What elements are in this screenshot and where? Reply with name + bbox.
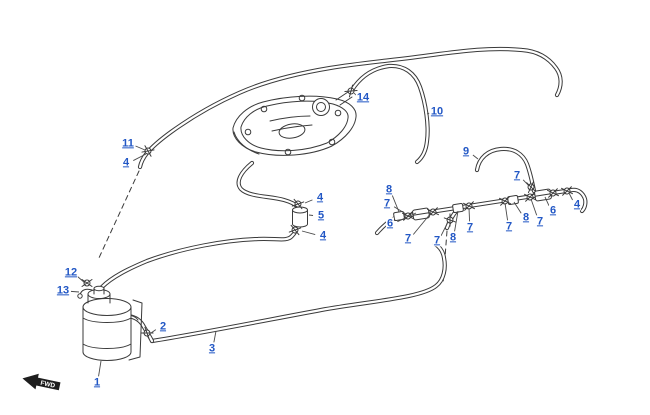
part-callout-4[interactable]: 4	[318, 229, 328, 242]
fwd-arrow-shape	[22, 373, 61, 391]
hose-cover-to-filter	[236, 160, 301, 210]
part-callout-1[interactable]: 1	[92, 376, 102, 389]
canister-elbow-fitting	[77, 293, 83, 299]
part-callout-6[interactable]: 6	[385, 217, 395, 230]
leader-line	[393, 206, 407, 215]
canister-bracket	[128, 299, 143, 361]
hose-drawings	[99, 46, 588, 344]
leader-line	[522, 179, 530, 187]
part-callout-13[interactable]: 13	[55, 284, 71, 297]
leader-line	[544, 196, 550, 206]
part-callout-10[interactable]: 10	[429, 105, 445, 118]
fwd-label: FWD	[40, 380, 56, 390]
part-callout-7[interactable]: 7	[504, 220, 514, 233]
hose-10	[349, 63, 430, 165]
leader-line	[397, 212, 417, 223]
canister-drawing	[77, 279, 154, 361]
hose-3	[149, 241, 447, 344]
part-callout-5[interactable]: 5	[316, 209, 326, 222]
part-callout-4[interactable]: 4	[315, 191, 325, 204]
leader-line	[412, 212, 432, 235]
cylinder-head-cover-drawing	[232, 91, 357, 156]
part-callout-7[interactable]: 7	[535, 215, 545, 228]
leader-line	[70, 290, 80, 293]
leader-line	[440, 221, 449, 237]
part-callout-7[interactable]: 7	[403, 232, 413, 245]
leader-line	[504, 202, 509, 222]
leader-line	[426, 112, 430, 115]
part-callout-14[interactable]: 14	[355, 91, 371, 104]
leader-line	[150, 329, 157, 334]
leader-line	[391, 195, 400, 213]
leader-line	[213, 330, 217, 344]
part-callout-7[interactable]: 7	[465, 221, 475, 234]
leader-line	[472, 154, 479, 160]
part-callout-3[interactable]: 3	[207, 342, 217, 355]
part-callout-8[interactable]: 8	[521, 211, 531, 224]
part-callout-4[interactable]: 4	[121, 156, 131, 169]
breather-port	[335, 91, 353, 106]
part-callout-11[interactable]: 11	[121, 137, 135, 150]
hose-canister-to-filter	[99, 226, 299, 290]
fwd-arrow: FWD	[22, 373, 61, 391]
upper-hose-clamps	[141, 84, 358, 157]
part-callout-7[interactable]: 7	[432, 234, 442, 247]
leader-line	[568, 192, 573, 201]
part-callout-9[interactable]: 9	[461, 145, 471, 158]
leader-line	[353, 92, 357, 96]
leader-lines	[70, 92, 573, 378]
leader-line	[135, 145, 146, 151]
leader-line	[133, 153, 147, 161]
hose-2	[125, 313, 155, 344]
hose-main-top	[137, 46, 563, 170]
leader-line	[468, 207, 471, 223]
hose-clamp	[81, 279, 93, 287]
leader-line	[77, 276, 86, 284]
hose-9	[474, 146, 537, 194]
inline-filter-drawing	[288, 198, 308, 236]
leader-line	[304, 199, 313, 204]
part-callout-6[interactable]: 6	[548, 204, 558, 217]
leader-line	[308, 214, 314, 216]
part-callout-12[interactable]: 12	[63, 266, 79, 279]
leader-line	[513, 201, 522, 214]
leader-line	[454, 210, 459, 233]
part-callout-4[interactable]: 4	[572, 198, 582, 211]
part-callout-2[interactable]: 2	[158, 320, 168, 333]
part-callout-7[interactable]: 7	[382, 197, 392, 210]
part-callout-8[interactable]: 8	[448, 231, 458, 244]
alignment-lines	[97, 170, 448, 285]
leader-line	[301, 230, 316, 236]
part-callout-8[interactable]: 8	[384, 183, 394, 196]
oil-filler-cap	[312, 98, 330, 116]
part-callout-7[interactable]: 7	[512, 169, 522, 182]
leader-line	[530, 198, 538, 217]
leader-line	[97, 360, 102, 378]
